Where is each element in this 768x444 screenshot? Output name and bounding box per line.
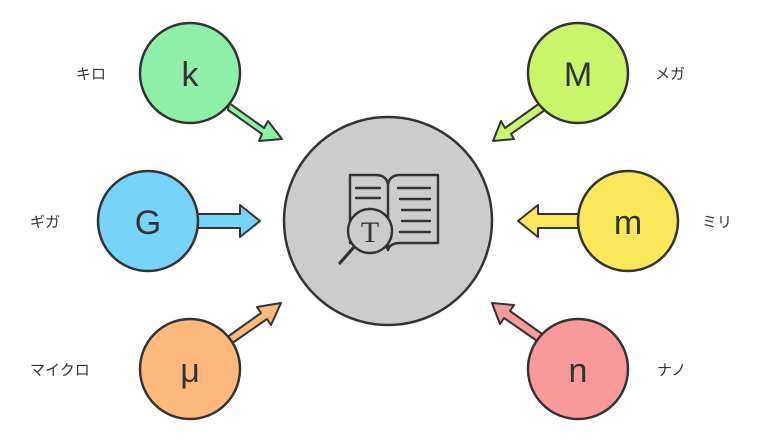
prefix-symbol: μ [180,352,200,390]
prefix-label: マイクロ [30,361,90,379]
arrow-micro [225,302,282,345]
prefix-label: ナノ [657,361,686,379]
prefix-symbol: n [569,352,588,390]
prefix-circle [526,317,630,421]
arrow-milli [517,204,583,238]
prefix-label: ギガ [30,213,60,231]
prefix-node-milli: m ミリ [576,169,732,273]
arrows [195,102,583,345]
prefix-symbol: k [182,56,200,94]
arrow-nano [491,302,546,344]
prefix-circle [526,21,630,125]
prefix-node-nano: n ナノ [526,317,686,421]
arrow-kilo [227,102,283,142]
prefix-circle [138,21,242,125]
prefix-label: キロ [76,65,106,83]
prefix-node-micro: μ マイクロ [30,317,242,421]
prefix-symbol: M [564,56,592,94]
prefix-node-mega: M メガ [526,21,685,125]
prefix-label: ミリ [702,213,732,231]
prefix-node-giga: G ギガ [30,169,200,273]
prefix-circle [96,169,200,273]
prefix-circle [576,169,680,273]
prefix-symbol: G [135,204,161,242]
prefix-symbol: m [614,204,642,242]
center-glyph: T [361,216,379,249]
center-node: T [282,115,494,327]
arrow-mega [492,102,546,142]
prefix-label: メガ [655,65,685,83]
prefix-node-kilo: k キロ [76,21,242,125]
prefix-circle [138,317,242,421]
arrow-giga [195,204,261,238]
book-magnifier-icon [338,173,440,265]
